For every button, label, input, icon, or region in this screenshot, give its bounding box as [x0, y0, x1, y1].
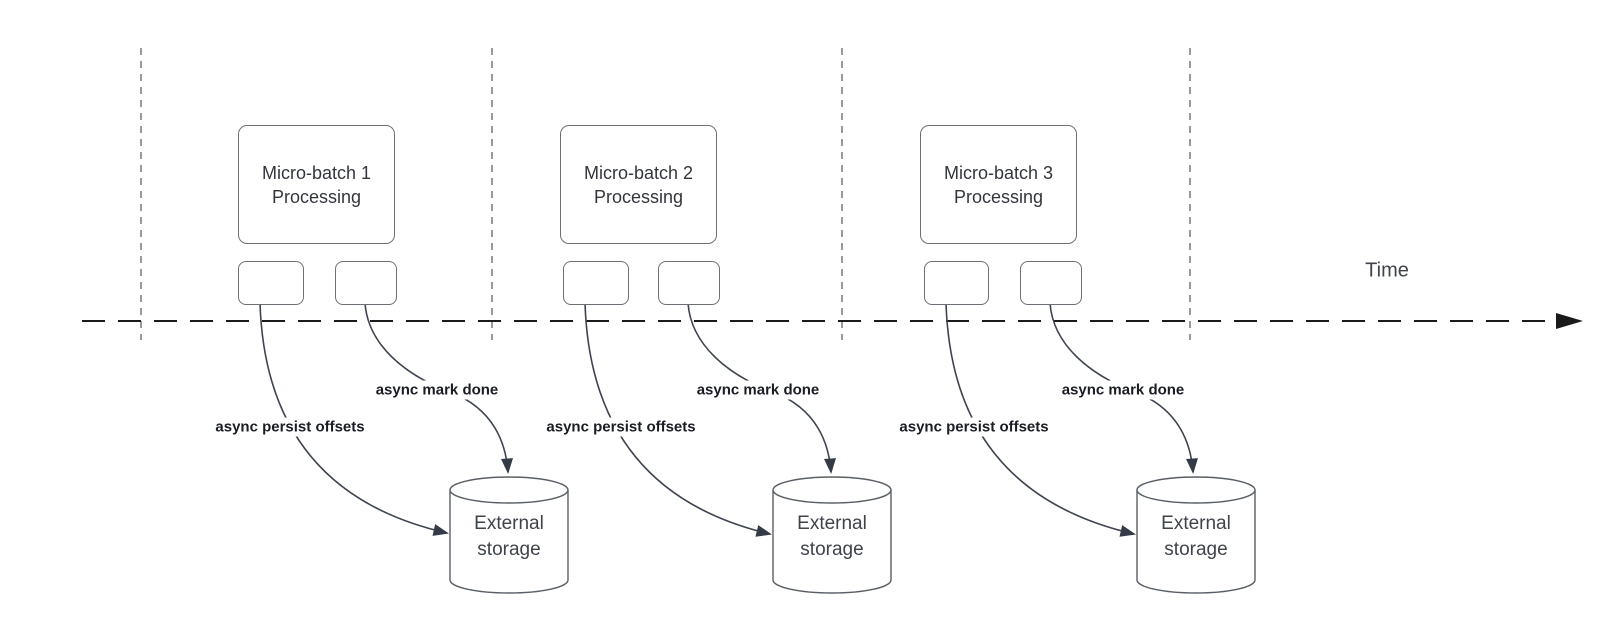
cylinder-body — [1136, 490, 1256, 594]
time-axis-label: Time — [1365, 259, 1409, 282]
micro-batch-1-box: Micro-batch 1 Processing — [238, 125, 395, 244]
offset-marker-box-1a — [238, 261, 304, 305]
persist-offsets-arrow-3 — [945, 302, 1136, 537]
mark-done-label-3: async mark done — [1057, 380, 1189, 400]
external-storage-label-3: External storage — [1161, 513, 1231, 560]
micro-batch-2-box: Micro-batch 2 Processing — [560, 125, 717, 244]
external-storage-cylinder-3 — [1136, 476, 1256, 594]
cylinder-body — [772, 490, 892, 594]
persist-offsets-label-3: async persist offsets — [895, 417, 1053, 437]
external-storage-label-1: External storage — [474, 513, 544, 560]
micro-batch-3-box: Micro-batch 3 Processing — [920, 125, 1077, 244]
persist-offsets-label-2: async persist offsets — [542, 417, 700, 437]
persist-offsets-arrow-1 — [259, 302, 449, 536]
persist-offsets-label-1: async persist offsets — [211, 417, 369, 437]
cylinder-top — [772, 476, 892, 504]
offset-marker-box-3a — [924, 261, 989, 305]
external-storage-cylinder-2 — [772, 476, 892, 594]
mark-done-label-2: async mark done — [692, 380, 824, 400]
persist-offsets-arrow-2 — [584, 302, 772, 537]
cylinder-body — [449, 490, 569, 594]
offset-marker-box-1b — [335, 261, 397, 305]
offset-marker-box-3b — [1020, 261, 1082, 305]
cylinder-top — [449, 476, 569, 504]
cylinder-top — [1136, 476, 1256, 504]
mark-done-label-1: async mark done — [371, 380, 503, 400]
external-storage-cylinder-1 — [449, 476, 569, 594]
offset-marker-box-2a — [563, 261, 629, 305]
offset-marker-box-2b — [658, 261, 720, 305]
time-axis-arrowhead-icon — [1556, 313, 1583, 329]
external-storage-label-2: External storage — [797, 513, 867, 560]
